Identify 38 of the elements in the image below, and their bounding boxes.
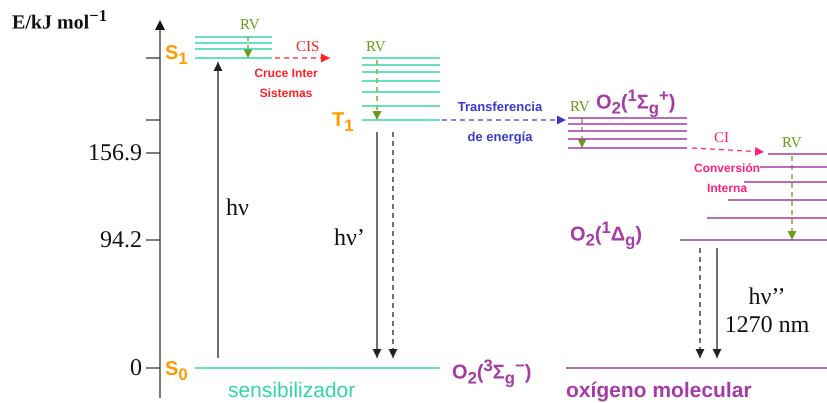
dashed-arrow bbox=[388, 132, 398, 358]
state-label: S$_{0}$ bbox=[165, 359, 188, 384]
axis-tick-label: 156.9 bbox=[87, 141, 142, 165]
edge-label: RV bbox=[240, 18, 260, 33]
dashed-arrow bbox=[442, 116, 566, 124]
edge-label: hν’’ 1270 nm bbox=[724, 283, 810, 339]
edge-label: CIS bbox=[296, 40, 320, 55]
axis-title: E/kJ mol$^{−1}$ bbox=[12, 8, 108, 33]
dashed-arrow bbox=[696, 248, 704, 358]
state-label: T$_{1}$ bbox=[332, 110, 354, 135]
arrow bbox=[214, 62, 222, 358]
state-label: S$_{1}$ bbox=[165, 43, 188, 68]
edge-label: RV bbox=[570, 100, 590, 115]
arrow bbox=[712, 248, 722, 358]
energy-level bbox=[568, 152, 827, 248]
state-label: O$_{2}$($^{3}$Σ$_{g}$$^{−}$) bbox=[452, 358, 532, 388]
process-label: Cruce Inter Sistemas bbox=[253, 65, 319, 102]
dashed-arrow bbox=[578, 118, 586, 148]
axis-tick-label: 94.2 bbox=[99, 228, 142, 252]
energy-level bbox=[330, 56, 442, 132]
molecule-caption: oxígeno molecular bbox=[566, 380, 752, 401]
molecule-caption: sensibilizador bbox=[228, 380, 356, 401]
edge-label: hν bbox=[226, 196, 249, 220]
axis-tick-label: 0 bbox=[129, 356, 142, 380]
edge-label: CI bbox=[714, 131, 729, 146]
dashed-arrow bbox=[788, 156, 796, 240]
dashed-arrow bbox=[372, 60, 382, 120]
state-label: O$_{2}$($^{1}$Σ$_{g}$$^{+}$) bbox=[596, 88, 676, 118]
dashed-arrow bbox=[275, 54, 330, 62]
edge-label: Transferencia de energía bbox=[456, 98, 544, 146]
process-label: Conversión Interna bbox=[692, 160, 761, 197]
dashed-arrow bbox=[244, 36, 252, 58]
state-label: O$_{2}$($^{1}$Δ$_{g}$) bbox=[570, 220, 642, 250]
dashed-arrow bbox=[692, 147, 764, 156]
edge-label: RV bbox=[782, 136, 802, 151]
arrow bbox=[372, 132, 382, 358]
edge-label: RV bbox=[366, 40, 386, 55]
edge-label: hν’ bbox=[334, 226, 365, 250]
